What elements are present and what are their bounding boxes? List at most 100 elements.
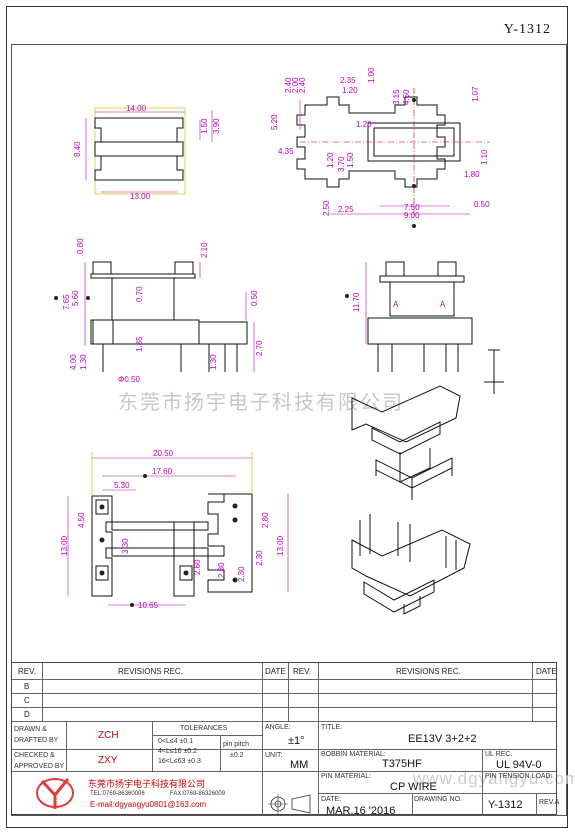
- front-view: [54, 261, 255, 372]
- tolerance-line-2: 4<L≤16 ±0.2: [158, 748, 198, 755]
- rev-header-right: REV.: [293, 667, 311, 676]
- drawing-frame: [11, 44, 567, 816]
- isometric-view-bottom: [351, 514, 471, 615]
- dim-0.50: 0.50: [474, 200, 490, 209]
- company-name: 东莞市扬宇电子科技有限公司: [88, 779, 206, 789]
- dim-0.70: 0.70: [135, 286, 144, 302]
- dim-0.50: 0.50: [250, 290, 259, 306]
- projection-symbol-icon: [268, 794, 311, 814]
- title-block: REV. REVISIONS REC. DATE REV. REVISIONS …: [11, 662, 560, 817]
- dim-3.70: 3.70: [337, 156, 346, 172]
- dim-1.07: 1.07: [471, 86, 480, 102]
- dim-2.60: 2.60: [193, 559, 202, 575]
- dim-5.30: 5.30: [114, 481, 130, 490]
- top-view-left: [85, 107, 213, 195]
- dim-4.50: 4.50: [402, 89, 411, 105]
- dim-2.40a: 2.40: [284, 77, 293, 93]
- rev-a-label: REV.A: [539, 799, 560, 806]
- dim-2.35: 2.35: [340, 76, 356, 85]
- dim-3.15: 3.15: [392, 89, 401, 105]
- dim-20.50: 20.50: [153, 449, 174, 458]
- dim-4.50: 4.50: [77, 512, 86, 528]
- drawn-by: ZCH: [98, 730, 119, 741]
- section-a-left: A: [393, 300, 399, 309]
- dim-13.00: 13.00: [130, 192, 151, 201]
- dim-1.30a: 1.30: [79, 354, 88, 370]
- dim-5.20: 5.20: [270, 114, 279, 130]
- dim-14.00: 14.00: [126, 104, 147, 113]
- revisions-header-right: REVISIONS REC.: [396, 667, 461, 676]
- dim-13.00-left: 13.00: [60, 535, 69, 556]
- dim-7.50: 7.50: [404, 203, 420, 212]
- dim-2.30a: 2.30: [255, 550, 264, 566]
- dim-2.10: 2.10: [200, 242, 209, 258]
- ul-rec-label: UL REC.: [485, 751, 513, 758]
- company-tel: TEL:0769-86360006: [90, 791, 145, 797]
- dim-3.30: 3.30: [121, 538, 130, 554]
- company-email: E-mail:dgyangyu0801@163.com: [90, 800, 207, 809]
- dim-1.10: 1.10: [480, 149, 489, 165]
- drawn-label: DRAWN & DRAFTED BY: [14, 726, 59, 744]
- date-header-right: DATE: [536, 667, 557, 676]
- drawing-number: Y-1312: [488, 799, 523, 811]
- dim-1.20b: 1.20: [356, 120, 372, 129]
- company-watermark: 东莞市扬宇电子科技有限公司: [118, 392, 404, 414]
- company-logo-icon: [36, 778, 74, 809]
- tolerance-line-1: 0<L≤4 ±0.1: [158, 738, 194, 745]
- angle-value: ±1°: [288, 735, 305, 747]
- dim-1.20c: 1.20: [326, 152, 335, 168]
- tolerances-label: TOLERANCES: [180, 725, 228, 732]
- checked-label: CHECKED & APPROVED BY: [14, 752, 65, 770]
- dim-1.80: 1.80: [464, 170, 480, 179]
- checked-by: ZXY: [98, 755, 118, 766]
- dim-2.25: 2.25: [338, 205, 354, 214]
- title-label: TITLE:: [321, 724, 343, 731]
- dim-4.35: 4.35: [278, 147, 294, 156]
- isometric-view-top: [351, 385, 461, 500]
- unit-label: UNIT:: [265, 752, 283, 759]
- dim-2.00: 2.00: [291, 77, 300, 93]
- top-view-right: [296, 88, 490, 228]
- unit-value: MM: [290, 759, 309, 771]
- date-header-left: DATE: [265, 667, 286, 676]
- bobbin-material-label: BOBBIN MATERIAL:: [321, 751, 386, 758]
- section-a-right: A: [440, 300, 446, 309]
- drawing-sheet: [6, 6, 568, 828]
- dim-9.00: 9.00: [404, 211, 420, 220]
- dim-2.70: 2.70: [255, 340, 264, 356]
- angle-label: ANGLE:: [265, 724, 291, 731]
- dim-11.70: 11.70: [352, 292, 361, 312]
- pin-pitch-label: pin pitch: [223, 741, 250, 748]
- side-view: [345, 261, 504, 394]
- dim-2.30b: 2.30: [237, 566, 246, 582]
- ul-rating: UL 94V-0: [496, 759, 542, 771]
- dim-1.35: 1.35: [135, 336, 144, 352]
- rev-row-b: B: [24, 682, 30, 691]
- drawing-no-label: DRAWING NO.: [414, 796, 462, 803]
- dim-5.60: 5.60: [71, 290, 80, 306]
- dim-3.90: 3.90: [212, 118, 221, 134]
- dim-2.40b: 2.40: [298, 77, 307, 93]
- date-label: DATE:: [321, 796, 342, 803]
- bottom-view: [67, 452, 289, 607]
- dim-2.80a: 2.80: [261, 512, 270, 528]
- dim-phi0.50: Φ0.50: [118, 375, 141, 384]
- pin-material-label: PIN MATERIAL:: [321, 773, 372, 780]
- dim-2.50: 2.50: [322, 200, 331, 216]
- dim-7.65: 7.65: [62, 294, 71, 310]
- pin-material: CP WIRE: [390, 781, 437, 793]
- pin-tension-label: PIN TENSION LOAD:: [485, 773, 553, 780]
- bobbin-material: T375HF: [382, 758, 422, 770]
- tolerance-line-3: 16<L≤63 ±0.3: [158, 758, 201, 765]
- dim-2.80b: 2.80: [217, 562, 226, 578]
- part-title: EE13V 3+2+2: [408, 733, 477, 745]
- dim-1.00: 1.00: [367, 67, 376, 83]
- pin-pitch-value: ±0.2: [230, 752, 244, 759]
- company-fax: FAX:0769-86326009: [170, 791, 226, 797]
- drawing-date: MAR.16 '2016: [326, 805, 396, 817]
- dim-8.40: 8.40: [73, 141, 82, 157]
- dim-1.30b: 1.30: [209, 354, 218, 370]
- revisions-header-left: REVISIONS REC.: [118, 667, 183, 676]
- document-number: Y-1312: [503, 22, 551, 37]
